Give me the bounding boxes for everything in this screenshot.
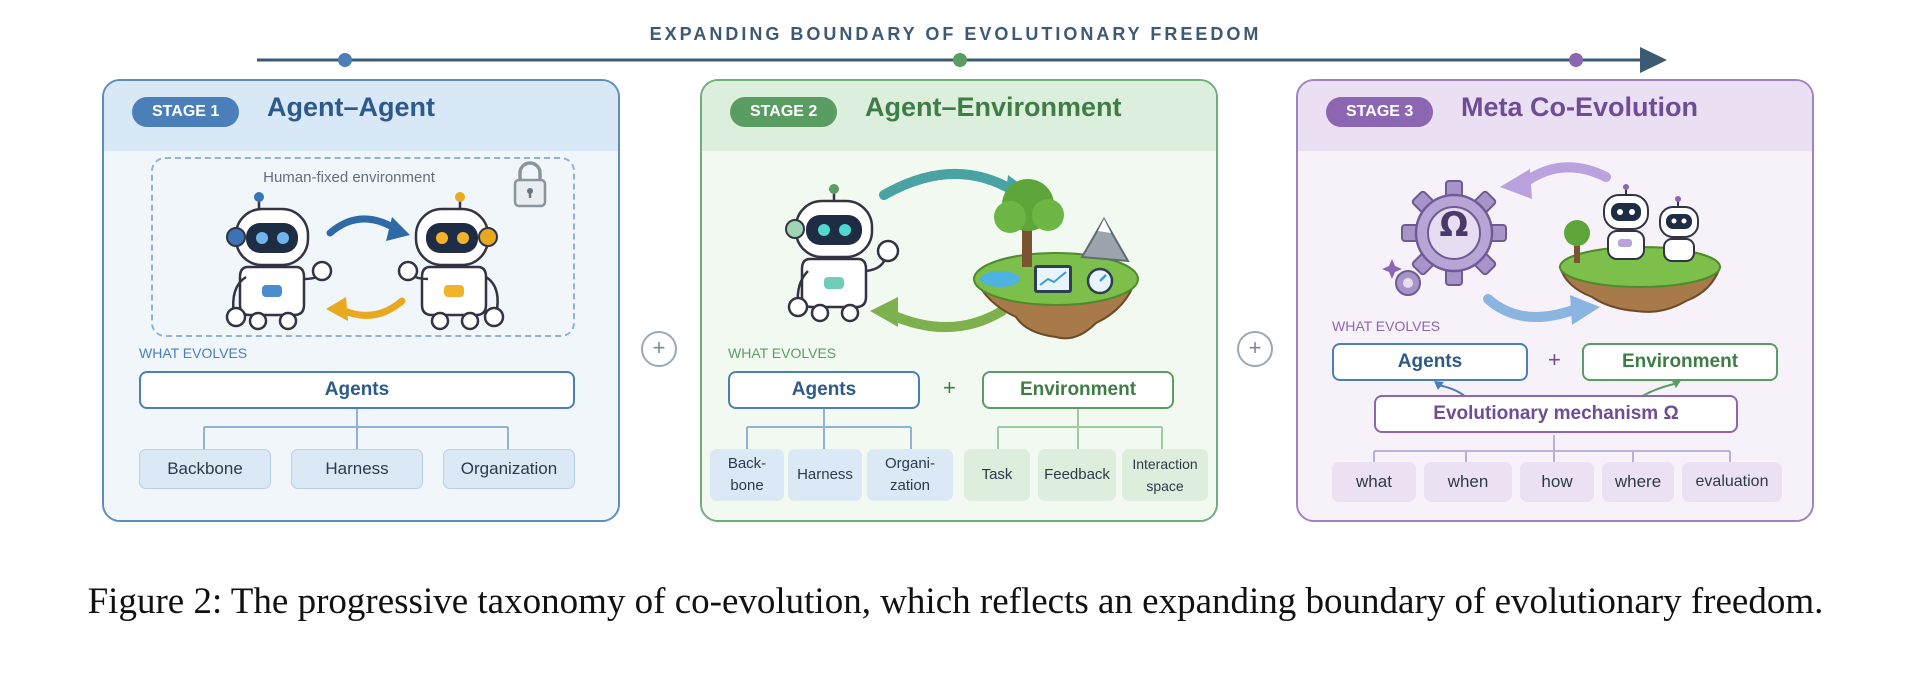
stage1-timeline-dot [338, 53, 352, 67]
evolutionary-mechanism-box: Evolutionary mechanism Ω [1374, 395, 1738, 433]
stage2-plus-sign: + [943, 375, 956, 400]
stage3-header: STAGE 3 Meta Co-Evolution [1298, 81, 1812, 151]
human-fixed-environment-box [151, 157, 575, 337]
green-robot-icon [785, 184, 900, 323]
stage2-panel: STAGE 2 Agent–Environment [700, 79, 1218, 522]
stage2-what-evolves-label: WHAT EVOLVES [728, 345, 837, 361]
stage3-sub-what: what [1332, 462, 1416, 502]
stage2-environment-box: Environment [982, 371, 1174, 409]
omega-gear-icon [1382, 180, 1507, 296]
stage2-timeline-dot [953, 53, 967, 67]
stage3-plus-sign: + [1548, 347, 1561, 372]
stage2-sub-feedback: Feedback [1038, 449, 1116, 501]
stage2-sub-feedback-line1: Feedback [1044, 466, 1110, 483]
floating-island-icon [973, 179, 1139, 340]
stage2-sub-backbone-line2: bone [730, 477, 764, 494]
stage1-what-evolves-label: WHAT EVOLVES [139, 345, 248, 361]
stage2-agents-box: Agents [728, 371, 920, 409]
stage3-badge: STAGE 3 [1326, 97, 1434, 127]
stage2-sub-interaction-space-line1: Interaction [1132, 456, 1198, 472]
island-robots-icon [1558, 184, 1722, 313]
stage2-sub-harness-line1: Harness [797, 466, 853, 483]
stage3-sub-when: when [1424, 462, 1512, 502]
timeline-arrow [257, 47, 1667, 73]
stage2-sub-organization-line2: zation [889, 477, 931, 494]
stage1-badge: STAGE 1 [132, 97, 240, 127]
yellow-robot-icon [397, 192, 505, 331]
stage1-sub-backbone: Backbone [139, 449, 271, 489]
stage2-sub-interaction-space: Interaction space [1122, 449, 1208, 501]
stage3-title: Meta Co-Evolution [1461, 92, 1698, 122]
stage1-sub-harness: Harness [291, 449, 423, 489]
stage1-to-stage2-plus: + [641, 331, 677, 367]
stage3-timeline-dot [1569, 53, 1583, 67]
stage1-tree-lines [203, 409, 509, 449]
omega-symbol: Ω [1439, 205, 1469, 245]
figure-caption: Figure 2: The progressive taxonomy of co… [87, 581, 1824, 622]
stage2-to-stage3-plus: + [1237, 331, 1273, 367]
stage3-what-evolves-label: WHAT EVOLVES [1332, 318, 1441, 334]
stage2-sub-task: Task [964, 449, 1030, 501]
stage2-sub-organization-line1: Organi- [884, 455, 936, 472]
stage3-sub-where: where [1602, 462, 1674, 502]
stage2-badge: STAGE 2 [730, 97, 838, 127]
stage2-sub-backbone-line1: Back- [727, 455, 767, 472]
exchange-arrows-icon [326, 215, 410, 321]
lock-icon [513, 161, 547, 208]
stage1-title: Agent–Agent [267, 92, 435, 122]
timeline-title: EXPANDING BOUNDARY OF EVOLUTIONARY FREED… [649, 24, 1262, 44]
human-fixed-environment-label: Human-fixed environment [263, 169, 435, 186]
stage3-panel: STAGE 3 Meta Co-Evolution Ω [1296, 79, 1814, 522]
stage1-panel: STAGE 1 Agent–Agent Human-fixed environm… [102, 79, 620, 522]
stage2-header: STAGE 2 Agent–Environment [702, 81, 1216, 151]
stage3-sub-how: how [1520, 462, 1594, 502]
stage2-tree-lines [746, 409, 1163, 449]
meta-arrows-icon [1483, 162, 1611, 325]
stage1-agents-box: Agents [139, 371, 575, 409]
blue-robot-icon [225, 192, 333, 331]
stage2-sub-interaction-space-line2: space [1146, 478, 1184, 494]
stage3-sub-evaluation: evaluation [1682, 462, 1782, 502]
stage1-sub-organization: Organization [443, 449, 575, 489]
stage2-sub-backbone: Back- bone [710, 449, 784, 501]
stage2-title: Agent–Environment [865, 92, 1122, 122]
stage1-header: STAGE 1 Agent–Agent [104, 81, 618, 151]
stage2-sub-harness: Harness [788, 449, 862, 501]
stage3-feedback-arrows [1373, 379, 1731, 462]
stage2-sub-organization: Organi- zation [867, 449, 953, 501]
stage2-sub-task-line1: Task [981, 466, 1013, 483]
stage3-agents-box: Agents [1332, 343, 1528, 381]
